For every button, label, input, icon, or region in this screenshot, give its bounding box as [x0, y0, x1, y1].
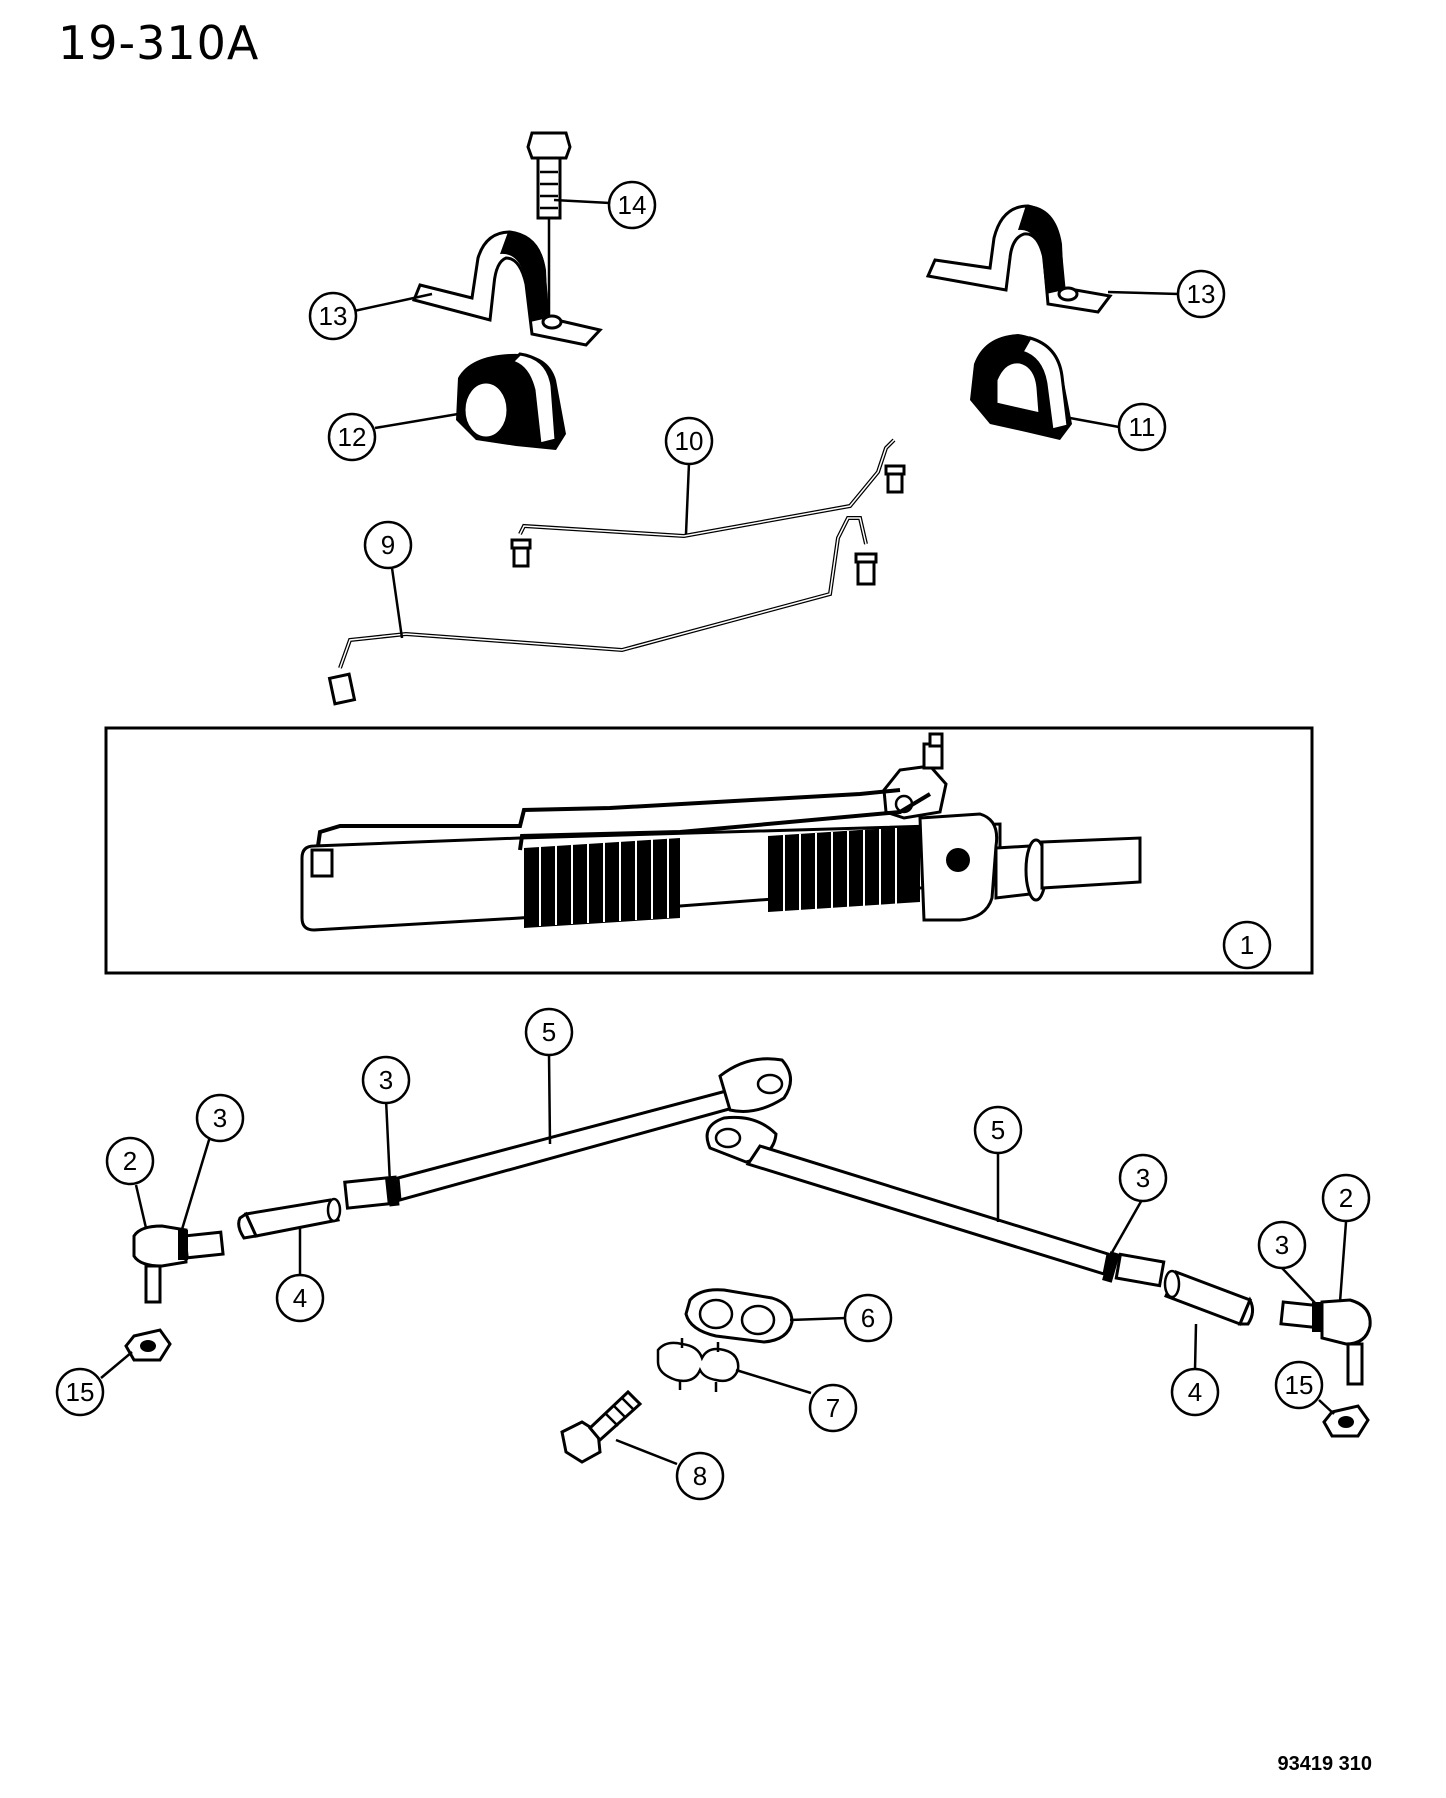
callout-13: 13 — [1176, 269, 1226, 319]
lock-plate-icon — [656, 1338, 740, 1392]
callout-4: 4 — [275, 1273, 325, 1323]
svg-text:3: 3 — [1136, 1163, 1150, 1193]
svg-text:6: 6 — [861, 1303, 875, 1333]
svg-text:4: 4 — [293, 1283, 307, 1313]
svg-text:13: 13 — [319, 301, 348, 331]
svg-text:3: 3 — [379, 1065, 393, 1095]
callout-14: 14 — [607, 180, 657, 230]
svg-text:15: 15 — [1285, 1370, 1314, 1400]
adjuster-sleeve-icon — [1163, 1269, 1255, 1326]
svg-text:3: 3 — [1275, 1230, 1289, 1260]
callout-10: 10 — [664, 416, 714, 466]
tie-rod-end-icon — [1279, 1298, 1372, 1386]
callout-2: 2 — [105, 1136, 155, 1186]
svg-text:12: 12 — [338, 422, 367, 452]
bushing-icon — [970, 334, 1072, 440]
svg-text:7: 7 — [826, 1393, 840, 1423]
callout-3: 3 — [361, 1055, 411, 1105]
steering-gear-rack-icon — [300, 732, 1142, 932]
svg-text:13: 13 — [1187, 279, 1216, 309]
bolt-icon — [560, 1389, 643, 1464]
clamp-icon — [411, 230, 603, 347]
hydraulic-tube-icon — [327, 516, 878, 706]
svg-text:8: 8 — [693, 1461, 707, 1491]
tie-rod-end-icon — [132, 1224, 225, 1304]
svg-text:2: 2 — [1339, 1183, 1353, 1213]
callout-12: 12 — [327, 412, 377, 462]
bushing-icon — [456, 352, 566, 450]
nut-icon — [124, 1328, 172, 1362]
callout-3: 3 — [195, 1093, 245, 1143]
rack-assembly-frame — [104, 726, 1314, 975]
page-code: 19-310A — [58, 16, 260, 70]
nut-icon — [1322, 1404, 1370, 1438]
callout-5: 5 — [524, 1007, 574, 1057]
callout-3: 3 — [1118, 1153, 1168, 1203]
tie-rod-icon — [343, 1057, 792, 1210]
hydraulic-tube-icon — [510, 438, 906, 568]
svg-text:3: 3 — [213, 1103, 227, 1133]
leader-lines — [100, 198, 1348, 1466]
tie-rod-icon — [705, 1115, 1166, 1288]
callout-5: 5 — [973, 1105, 1023, 1155]
plate-icon — [684, 1288, 794, 1344]
callout-2: 2 — [1321, 1173, 1371, 1223]
callout-7: 7 — [808, 1383, 858, 1433]
svg-text:2: 2 — [123, 1146, 137, 1176]
callout-13: 13 — [308, 291, 358, 341]
svg-text:11: 11 — [1129, 412, 1156, 442]
adjuster-sleeve-icon — [237, 1197, 342, 1240]
callout-6: 6 — [843, 1293, 893, 1343]
svg-text:5: 5 — [542, 1017, 556, 1047]
svg-text:4: 4 — [1188, 1377, 1202, 1407]
bolt-icon — [526, 131, 572, 320]
callout-15: 15 — [55, 1367, 105, 1417]
svg-text:15: 15 — [66, 1377, 95, 1407]
clamp-icon — [925, 204, 1113, 314]
svg-text:10: 10 — [675, 426, 704, 456]
drawing-code: 93419 310 — [1277, 1753, 1372, 1775]
svg-text:9: 9 — [381, 530, 395, 560]
callout-8: 8 — [675, 1451, 725, 1501]
svg-text:1: 1 — [1240, 930, 1254, 960]
callout-11: 11 — [1117, 402, 1167, 452]
callout-3: 3 — [1257, 1220, 1307, 1270]
callout-1: 1 — [1222, 920, 1272, 970]
clamp-icon — [178, 1230, 188, 1260]
callout-9: 9 — [363, 520, 413, 570]
svg-text:14: 14 — [618, 190, 647, 220]
callout-15: 15 — [1274, 1360, 1324, 1410]
callout-4: 4 — [1170, 1367, 1220, 1417]
svg-text:5: 5 — [991, 1115, 1005, 1145]
